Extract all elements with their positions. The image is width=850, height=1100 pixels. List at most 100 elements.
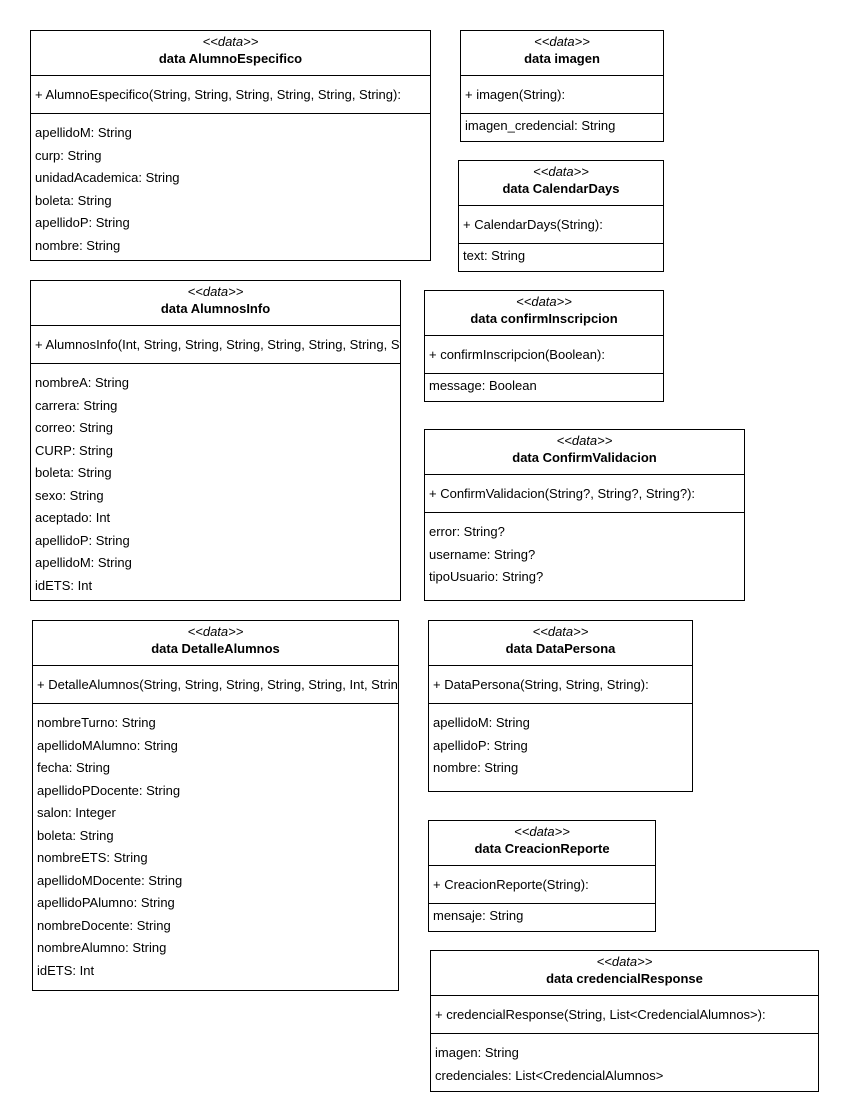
class-header: <<data>> data AlumnoEspecifico: [31, 31, 430, 76]
stereotype-label: <<data>>: [514, 824, 570, 839]
class-header: <<data>> data imagen: [461, 31, 663, 76]
stereotype-label: <<data>>: [202, 34, 259, 49]
class-name: data credencialResponse: [546, 971, 703, 986]
class-header: <<data>> data confirmInscripcion: [425, 291, 663, 336]
class-header: <<data>> data ConfirmValidacion: [425, 430, 744, 475]
class-name: data confirmInscripcion: [470, 311, 618, 326]
attribute: fecha: String: [37, 760, 110, 775]
class-imagen[interactable]: <<data>> data imagen + imagen(String): i…: [460, 30, 664, 142]
attribute: aceptado: Int: [35, 510, 111, 525]
stereotype-label: <<data>>: [533, 164, 589, 179]
attribute-list: imagen: String credenciales: List<Creden…: [431, 1034, 818, 1087]
attribute: nombreTurno: String: [37, 715, 156, 730]
attribute: apellidoMAlumno: String: [37, 737, 178, 753]
attribute-list: nombreA: String carrera: String correo: …: [31, 364, 400, 597]
class-name: data DataPersona: [505, 641, 616, 656]
constructor-signature: + credencialResponse(String, List<Creden…: [431, 996, 818, 1034]
class-credencial-response[interactable]: <<data>> data credencialResponse + crede…: [430, 950, 819, 1092]
attribute: message: Boolean: [429, 378, 537, 393]
attribute: imagen_credencial: String: [465, 118, 616, 133]
class-header: <<data>> data AlumnosInfo: [31, 281, 400, 326]
attribute: apellidoMDocente: String: [37, 872, 183, 888]
attribute: nombreDocente: String: [37, 917, 171, 933]
constructor-signature: + ConfirmValidacion(String?, String?, St…: [425, 475, 744, 513]
attribute: nombre: String: [35, 237, 121, 253]
attribute: tipoUsuario: String?: [429, 569, 544, 584]
constructor-signature: + AlumnoEspecifico(String, String, Strin…: [31, 76, 430, 114]
attribute: nombreETS: String: [37, 850, 148, 865]
stereotype-label: <<data>>: [534, 34, 590, 49]
attribute: boleta: String: [35, 465, 112, 480]
attribute: nombreAlumno: String: [37, 940, 167, 955]
attribute-list: apellidoM: String apellidoP: String nomb…: [429, 704, 692, 780]
attribute: apellidoPDocente: String: [37, 782, 181, 798]
attribute-list: error: String? username: String? tipoUsu…: [425, 513, 744, 589]
attribute: error: String?: [429, 524, 505, 539]
class-name: data CreacionReporte: [474, 841, 610, 856]
attribute-list: nombreTurno: String apellidoMAlumno: Str…: [33, 704, 398, 982]
attribute: CURP: String: [35, 442, 114, 458]
attribute: sexo: String: [35, 487, 104, 503]
class-name: data imagen: [524, 51, 600, 66]
attribute-list: apellidoM: String curp: String unidadAca…: [31, 114, 430, 257]
attribute-list: imagen_credencial: String: [461, 114, 663, 134]
attribute: apellidoPAlumno: String: [37, 895, 175, 910]
attribute: apellidoP: String: [35, 532, 130, 548]
attribute: unidadAcademica: String: [35, 170, 180, 185]
attribute: text: String: [463, 248, 526, 263]
constructor-signature: + imagen(String):: [461, 76, 663, 114]
attribute: idETS: Int: [35, 577, 93, 593]
class-data-persona[interactable]: <<data>> data DataPersona + DataPersona(…: [428, 620, 693, 792]
attribute: nombre: String: [433, 760, 519, 775]
attribute-list: mensaje: String: [429, 904, 655, 924]
stereotype-label: <<data>>: [532, 624, 589, 639]
attribute: idETS: Int: [37, 962, 95, 978]
attribute-list: text: String: [459, 244, 663, 264]
stereotype-label: <<data>>: [596, 954, 653, 969]
class-alumno-especifico[interactable]: <<data>> data AlumnoEspecifico + AlumnoE…: [30, 30, 431, 261]
attribute: salon: Integer: [37, 805, 116, 820]
class-name: data ConfirmValidacion: [512, 450, 657, 465]
class-detalle-alumnos[interactable]: <<data>> data DetalleAlumnos + DetalleAl…: [32, 620, 399, 991]
attribute: apellidoM: String: [35, 555, 132, 570]
stereotype-label: <<data>>: [187, 624, 244, 639]
attribute: carrera: String: [35, 397, 118, 413]
class-header: <<data>> data CalendarDays: [459, 161, 663, 206]
stereotype-label: <<data>>: [556, 433, 613, 448]
class-name: data CalendarDays: [502, 181, 620, 196]
constructor-signature: + AlumnosInfo(Int, String, String, Strin…: [31, 326, 400, 364]
attribute-list: message: Boolean: [425, 374, 663, 394]
attribute: curp: String: [35, 147, 102, 163]
constructor-signature: + CalendarDays(String):: [459, 206, 663, 244]
attribute: apellidoM: String: [433, 715, 530, 730]
constructor-signature: + CreacionReporte(String):: [429, 866, 655, 904]
class-header: <<data>> data DetalleAlumnos: [33, 621, 398, 666]
attribute: correo: String: [35, 420, 114, 435]
attribute: boleta: String: [37, 827, 114, 843]
class-calendar-days[interactable]: <<data>> data CalendarDays + CalendarDay…: [458, 160, 664, 272]
attribute: nombreA: String: [35, 375, 129, 390]
attribute: apellidoP: String: [35, 215, 130, 230]
constructor-signature: + DataPersona(String, String, String):: [429, 666, 692, 704]
class-name: data AlumnoEspecifico: [158, 51, 303, 66]
stereotype-label: <<data>>: [516, 294, 572, 309]
constructor-signature: + DetalleAlumnos(String, String, String,…: [33, 666, 398, 704]
class-header: <<data>> data CreacionReporte: [429, 821, 655, 866]
stereotype-label: <<data>>: [187, 284, 244, 299]
attribute: apellidoP: String: [433, 737, 528, 753]
attribute: mensaje: String: [433, 908, 524, 923]
class-creacion-reporte[interactable]: <<data>> data CreacionReporte + Creacion…: [428, 820, 656, 932]
constructor-signature: + confirmInscripcion(Boolean):: [425, 336, 663, 374]
class-header: <<data>> data DataPersona: [429, 621, 692, 666]
class-confirm-inscripcion[interactable]: <<data>> data confirmInscripcion + confi…: [424, 290, 664, 402]
class-name: data AlumnosInfo: [160, 301, 271, 316]
attribute: apellidoM: String: [35, 125, 132, 140]
class-alumnos-info[interactable]: <<data>> data AlumnosInfo + AlumnosInfo(…: [30, 280, 401, 601]
class-confirm-validacion[interactable]: <<data>> data ConfirmValidacion + Confir…: [424, 429, 745, 601]
class-name: data DetalleAlumnos: [151, 641, 280, 656]
class-header: <<data>> data credencialResponse: [431, 951, 818, 996]
attribute: credenciales: List<CredencialAlumnos>: [435, 1067, 664, 1083]
attribute: boleta: String: [35, 192, 112, 208]
attribute: username: String?: [429, 546, 536, 562]
attribute: imagen: String: [435, 1045, 519, 1060]
